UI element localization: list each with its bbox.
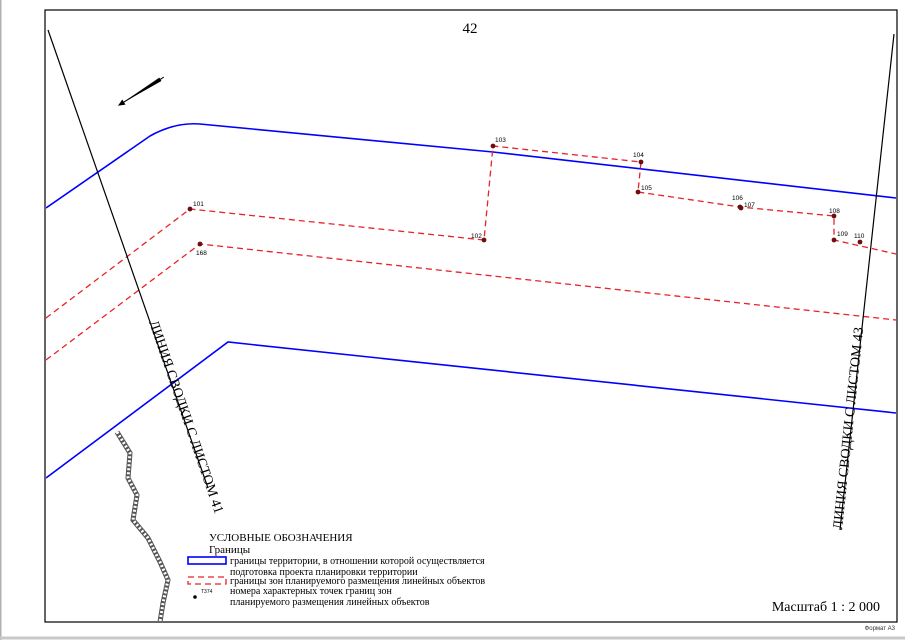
point-marker-110: [857, 239, 863, 245]
territory-boundary-south: [46, 341, 896, 479]
match-line-left: [47, 29, 209, 489]
sheet-number: 42: [463, 21, 478, 37]
territory-boundary-north: [46, 122, 896, 209]
point-label-104: 104: [633, 152, 644, 159]
legend-zone-line1: границы зон планируемого размещения лине…: [230, 576, 485, 587]
legend-territory-line2: подготовка проекта планировки территории: [230, 567, 418, 578]
legend-swatch-territory: [187, 556, 227, 565]
match-line-right: [839, 33, 895, 531]
point-label-103: 103: [495, 137, 506, 144]
point-label-106: 106: [732, 195, 743, 202]
legend-subtitle: Границы: [209, 544, 251, 556]
point-label-109: 109: [837, 231, 848, 238]
point-marker-105: [635, 189, 641, 195]
point-marker-101: [187, 206, 193, 212]
point-label-105: 105: [641, 185, 652, 192]
point-label-102: 102: [471, 233, 482, 240]
zone-boundary-north: [46, 145, 896, 319]
point-label-101: 101: [193, 201, 204, 208]
point-marker-102: [481, 237, 487, 243]
point-label-110: 110: [854, 233, 865, 240]
legend-point-icon: [193, 595, 197, 599]
point-label-168: 168: [196, 250, 207, 257]
legend-swatch-zone: [187, 576, 227, 585]
legend-point-line2: планируемого размещения линейных объекто…: [230, 597, 430, 608]
legend-point-sample: Т374: [201, 589, 213, 595]
legend-territory-line1: границы территории, в отношении которой …: [230, 556, 485, 567]
point-marker-103: [490, 143, 496, 149]
point-label-108: 108: [829, 208, 840, 215]
sheet-format-label: Формат А3: [865, 626, 896, 632]
point-marker-108: [831, 213, 837, 219]
legend-title: УСЛОВНЫЕ ОБОЗНАЧЕНИЯ: [209, 532, 353, 544]
legend-point-line1: номера характерных точек границ зон: [230, 586, 393, 597]
north-arrow-icon: [117, 76, 165, 106]
map-frame: [44, 9, 898, 623]
point-marker-168: [197, 241, 203, 247]
point-marker-107: [738, 205, 744, 211]
point-label-107: 107: [744, 202, 755, 209]
legend: УСЛОВНЫЕ ОБОЗНАЧЕНИЯ Границы границы тер…: [187, 532, 485, 608]
point-marker-109: [831, 237, 837, 243]
existing-fence-line: [114, 430, 171, 621]
point-marker-104: [638, 159, 644, 165]
scale-label: Масштаб 1 : 2 000: [772, 600, 880, 615]
